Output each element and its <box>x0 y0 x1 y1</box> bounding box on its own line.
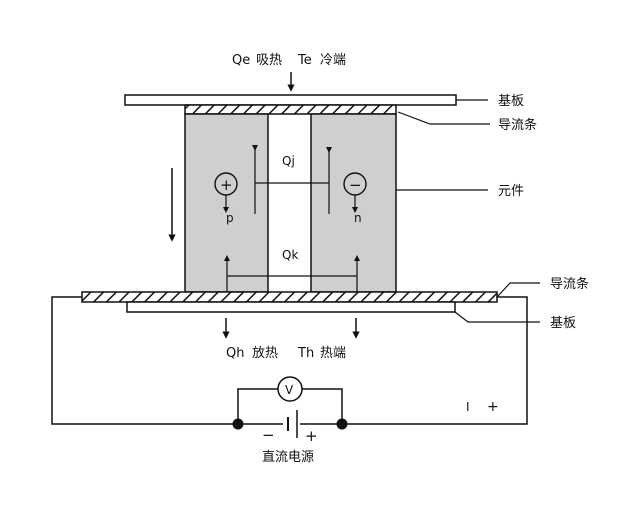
label-element: 元件 <box>498 184 524 199</box>
absorb-heat-text: 吸热 <box>256 53 282 68</box>
n-label: n <box>354 211 362 225</box>
top-substrate <box>124 94 457 106</box>
bottom-substrate <box>126 301 456 313</box>
legend-pos: + <box>487 399 499 415</box>
qh-label: Qh <box>226 346 244 361</box>
cold-end-text: 冷端 <box>320 53 346 68</box>
leader-conductor-top <box>397 111 490 125</box>
release-heat-text: 放热 <box>252 346 278 361</box>
th-label: Th <box>297 346 314 361</box>
bottom-conductor-strip <box>81 291 498 303</box>
power-source-label: 直流电源 <box>262 450 314 465</box>
leader-conductor-bottom <box>496 282 540 298</box>
top-heading: Qe 吸热 Te 冷端 <box>232 53 346 68</box>
label-conductor-top: 导流条 <box>498 117 537 133</box>
n-sign: − <box>349 176 362 194</box>
p-sign: + <box>220 176 233 194</box>
n-element <box>310 113 397 293</box>
qj-label: Qj <box>282 154 295 168</box>
voltmeter-wire-left <box>237 388 278 424</box>
hot-end-text: 热端 <box>320 346 346 361</box>
qk-label: Qk <box>282 248 298 262</box>
p-label: p <box>226 211 234 225</box>
bottom-heading: Qh 放热 Th 热端 <box>226 346 346 361</box>
circuit-wire-right <box>342 296 528 425</box>
circuit-wire-left <box>51 296 238 425</box>
top-conductor-strip <box>184 104 397 115</box>
label-substrate-bottom: 基板 <box>550 316 576 331</box>
label-substrate-top: 基板 <box>498 94 524 109</box>
voltmeter-icon <box>277 376 303 402</box>
voltmeter-wire-right <box>302 388 343 424</box>
qe-label: Qe <box>232 53 250 68</box>
te-label: Te <box>297 53 312 68</box>
battery-neg-sign: − <box>262 426 275 444</box>
voltmeter-label: V <box>285 383 294 397</box>
legend-neg: I <box>466 400 470 414</box>
label-conductor-bottom: 导流条 <box>550 276 589 292</box>
battery-pos-sign: + <box>305 427 318 445</box>
leader-substrate-bottom <box>454 311 540 323</box>
